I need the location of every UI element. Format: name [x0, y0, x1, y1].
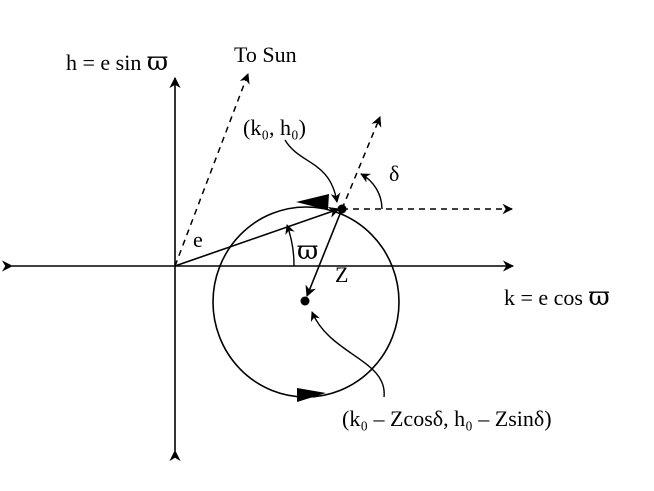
delta-angle-arc: [360, 173, 383, 210]
leader-k0-h0: [284, 139, 341, 203]
varpi-angle-label: ϖ: [297, 236, 319, 266]
k-axis-label: k = e cos ϖ: [504, 284, 610, 310]
z-vector: [305, 208, 343, 298]
to-sun-label: To Sun: [234, 42, 297, 67]
h-axis-text: h = e sin: [66, 50, 147, 75]
delta-direction-line: [341, 116, 382, 210]
varpi-angle-arc: [285, 224, 295, 267]
e-label: e: [193, 227, 203, 252]
to-sun-line: [174, 73, 250, 267]
center-label: (k₀ – Zcosδ, h₀ – Zsinδ): [342, 406, 552, 431]
z-label: Z: [335, 262, 349, 287]
h-axis-label: h = e sin ϖ: [66, 49, 168, 75]
k-axis-text: k = e cos: [504, 285, 589, 310]
point-k0-h0: [337, 204, 347, 214]
e-vector: [174, 207, 341, 267]
delta-label: δ: [389, 161, 400, 186]
h-axis-varpi: ϖ: [146, 47, 169, 77]
point-k0-h0-label: (k₀, h₀): [243, 115, 306, 140]
circle-direction-arrow-top: [296, 194, 329, 210]
center-point: [300, 296, 310, 306]
leader-center: [310, 311, 385, 398]
k-axis-varpi: ϖ: [588, 282, 610, 312]
circle-direction-arrow-bottom: [297, 388, 326, 402]
